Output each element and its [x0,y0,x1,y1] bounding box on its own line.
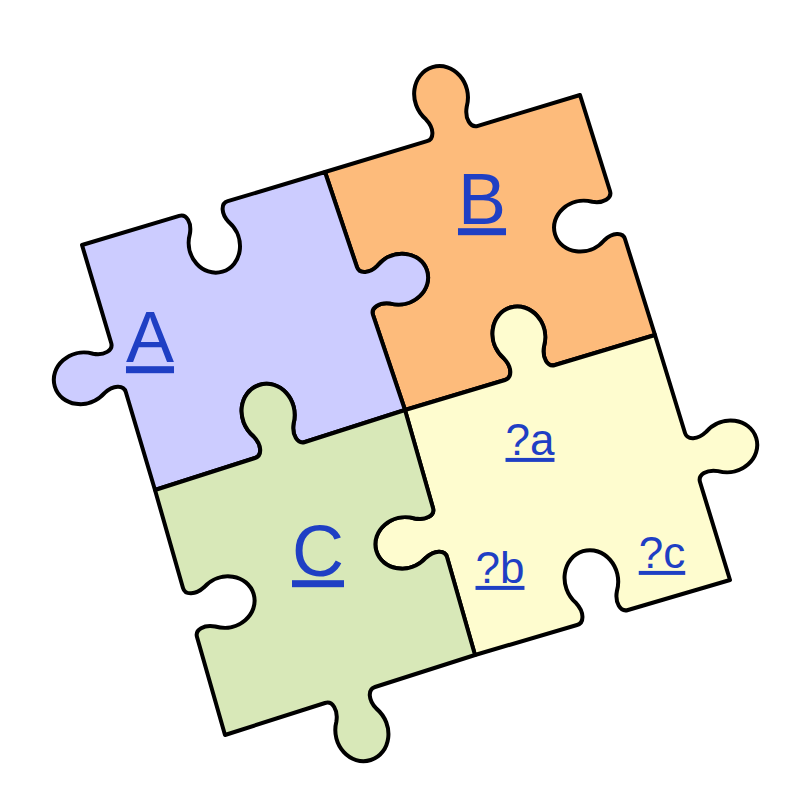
puzzle-piece: C [75,330,555,799]
piece-label: B [458,162,506,238]
label-anchor: ?a [506,417,555,463]
label-anchor: B [458,162,506,238]
piece-label: ?c [639,530,685,576]
piece-label: ?a [506,417,555,463]
label-anchor: A [126,300,174,376]
label-anchor: ?c [639,530,685,576]
piece-label: C [292,514,344,590]
piece-label: ?b [476,545,525,591]
label-anchor: C [292,514,344,590]
piece-label: A [126,300,174,376]
label-anchor: ?b [476,545,525,591]
piece-outline [155,384,475,761]
